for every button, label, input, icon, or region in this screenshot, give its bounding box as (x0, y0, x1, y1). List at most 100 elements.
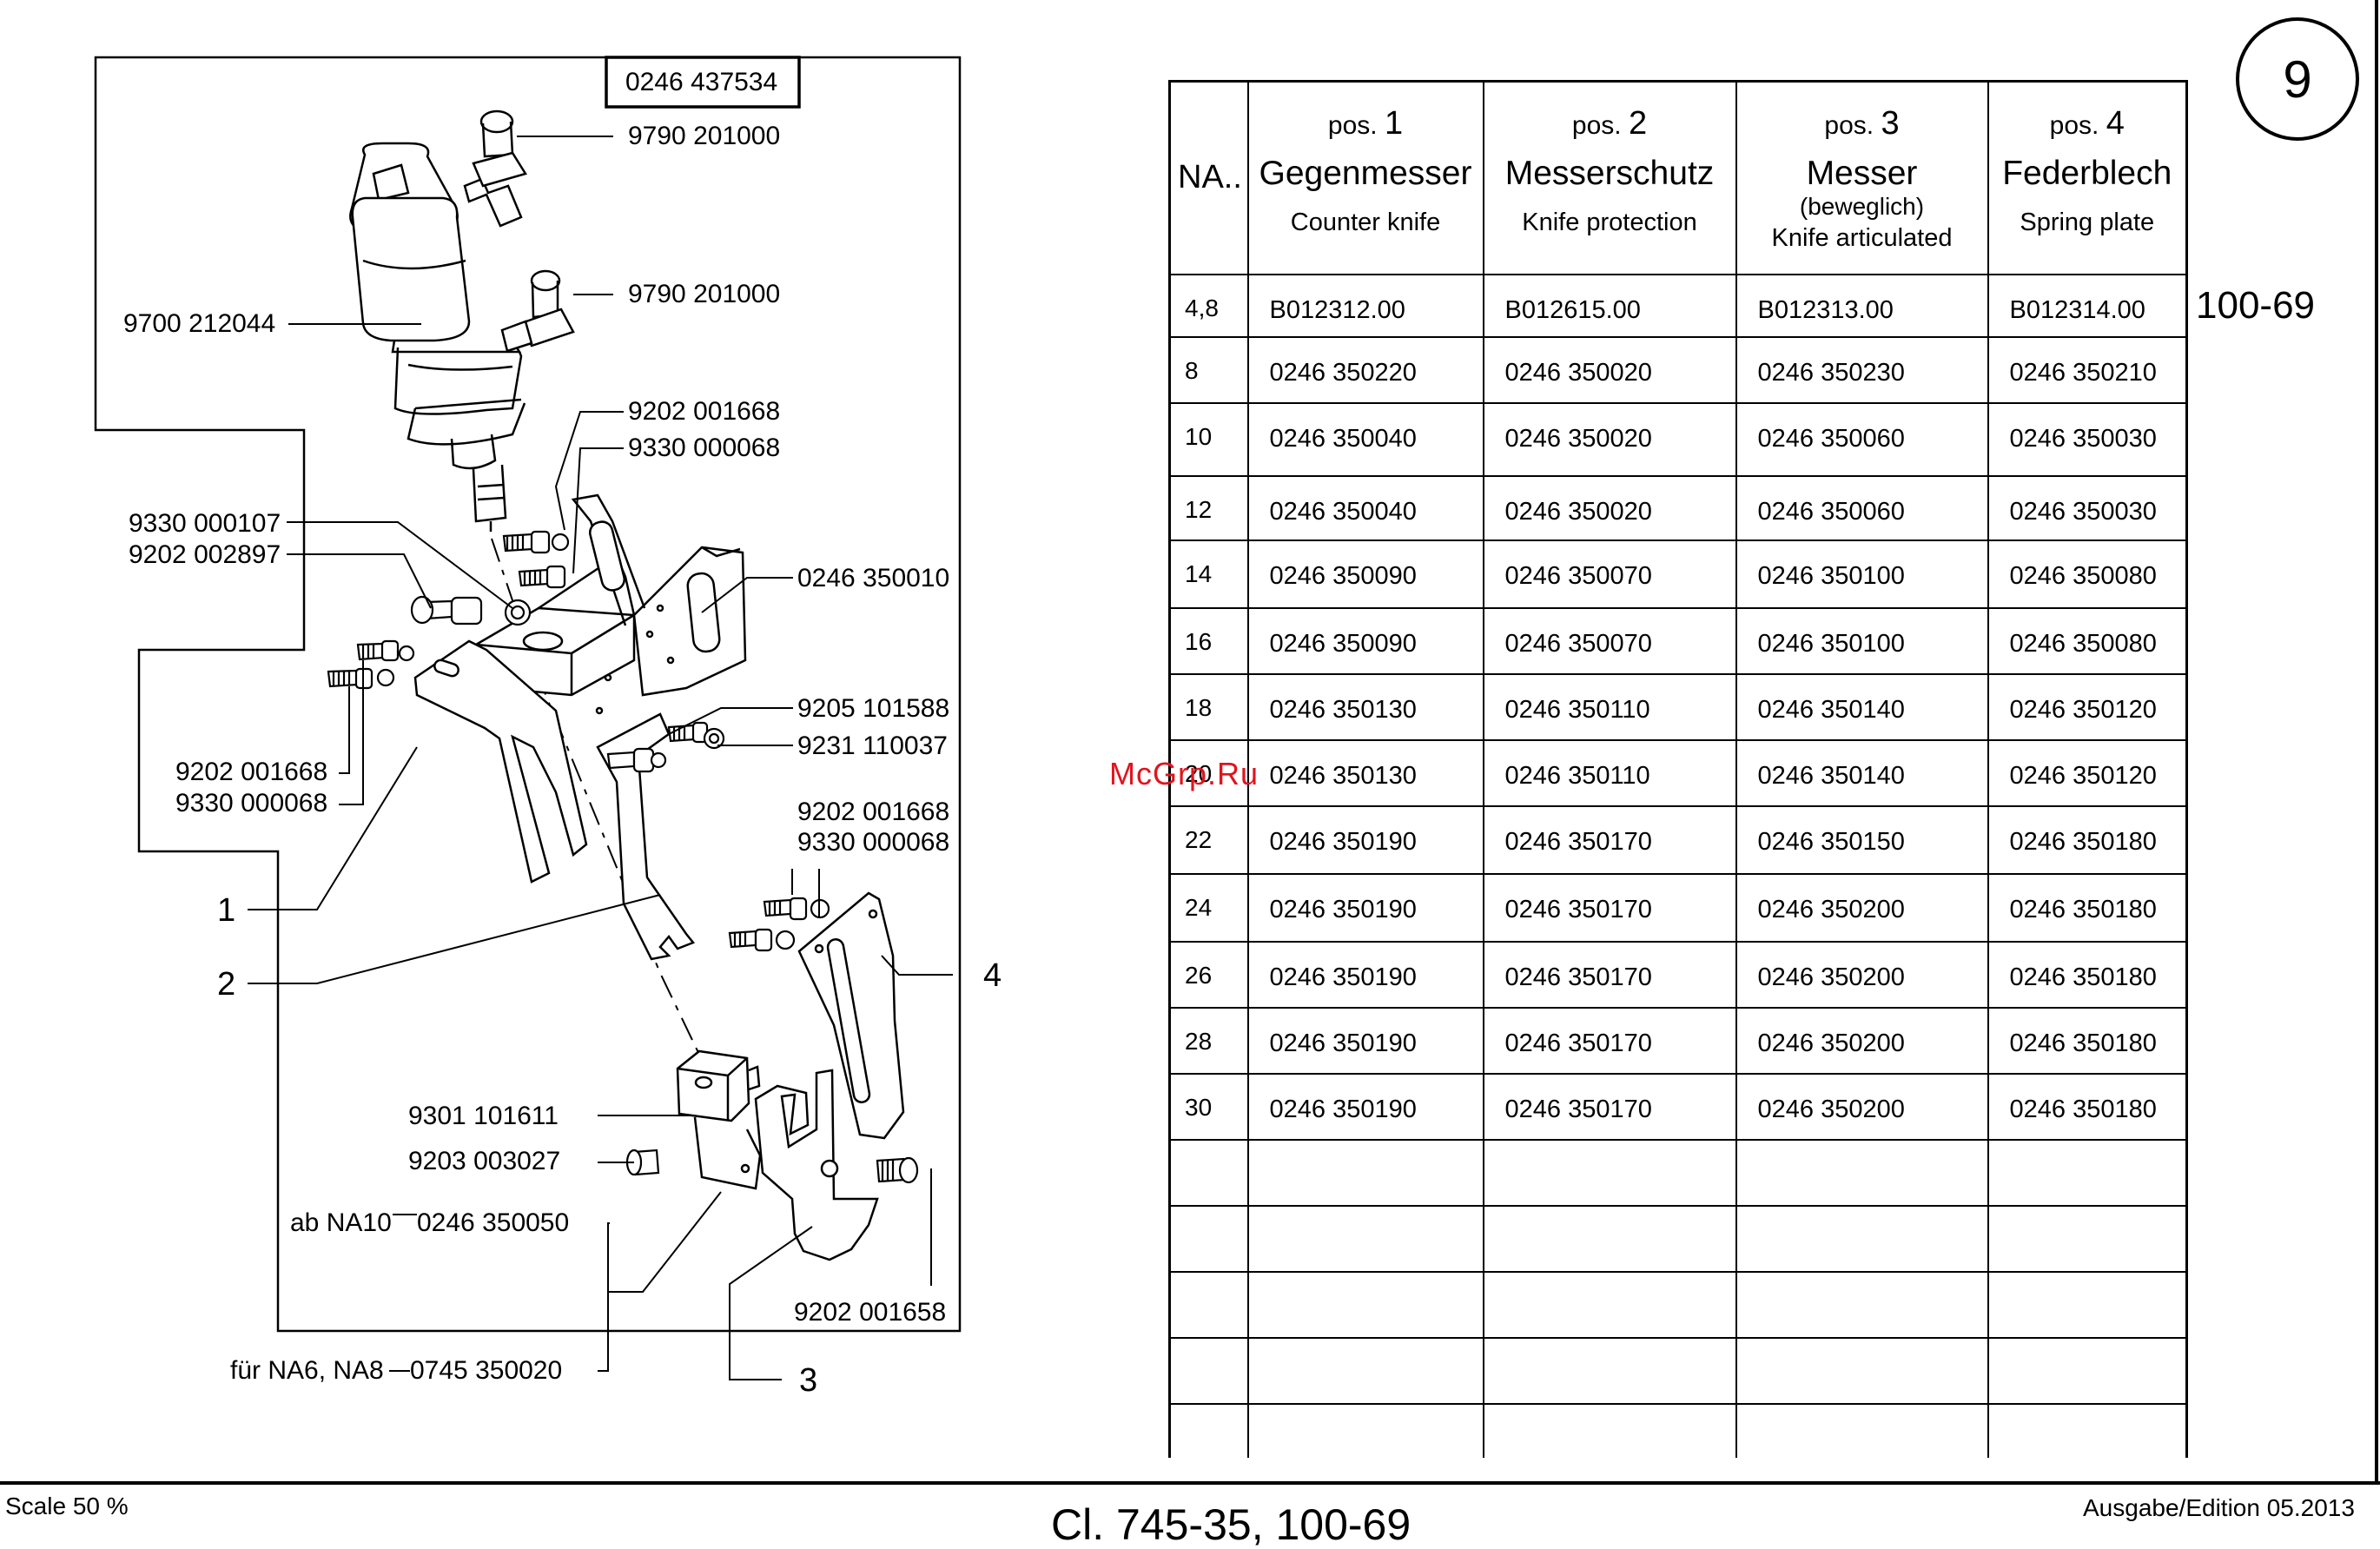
pos-number: 2 (1628, 105, 1648, 142)
empty-cell (1987, 1402, 2188, 1458)
document-title: Cl. 745-35, 100-69 (1051, 1500, 1411, 1549)
parts-table: NA.. pos. 1 Gegenmesser Counter knife po… (1168, 80, 2188, 1458)
part-number-cell: 0246 350230 (1735, 335, 1989, 404)
empty-table-row (1168, 1402, 2188, 1458)
knife-holder (676, 1049, 762, 1190)
part-number-cell: 0246 350140 (1735, 672, 1989, 741)
callout-screw-left: 9202 001668 (175, 758, 328, 786)
empty-cell (1482, 1204, 1737, 1273)
empty-cell (1482, 1336, 1737, 1405)
pos-number-4: 4 (983, 957, 1002, 994)
leader-lines (248, 136, 953, 1380)
empty-cell (1246, 1270, 1484, 1339)
pos-number-3: 3 (799, 1362, 818, 1399)
callout-screw-holder: 9203 003027 (408, 1147, 561, 1175)
callout-holder-note: ab NA10 (290, 1208, 392, 1237)
empty-cell (1168, 1336, 1249, 1405)
pneumatic-cylinder (349, 142, 526, 539)
elbow-fitting-top (463, 109, 527, 228)
na-cell: 22 (1168, 804, 1249, 875)
part-number-cell: 0246 350080 (1987, 606, 2188, 675)
callout-pin: 9301 101611 (408, 1102, 559, 1130)
counter-knife (413, 639, 588, 884)
pos-number: 4 (2106, 105, 2125, 142)
bottom-border (0, 1481, 2380, 1485)
empty-cell (1168, 1204, 1249, 1273)
watermark: McGrp.Ru (1109, 756, 1259, 791)
part-name-sub: (beweglich) (1799, 193, 1925, 220)
part-number-cell: 0246 350200 (1735, 872, 1989, 943)
empty-cell (1735, 1402, 1989, 1458)
callout-nut-mid: 9231 110037 (797, 731, 948, 760)
empty-cell (1168, 1138, 1249, 1207)
empty-cell (1482, 1138, 1737, 1207)
pos-word: pos. (1571, 111, 1622, 140)
part-number-cell: 0246 350130 (1246, 738, 1484, 807)
part-number-cell: 0246 350210 (1987, 335, 2188, 404)
column-header-pos-4: pos. 4 Federblech Spring plate (1987, 80, 2188, 275)
column-header-pos-1: pos. 1 Gegenmesser Counter knife (1246, 80, 1484, 275)
part-number-cell: B012313.00 (1735, 273, 1989, 338)
callout-screw-mid: 9205 101588 (797, 694, 950, 723)
part-number-cell: 0246 350190 (1246, 804, 1484, 875)
empty-cell (1246, 1336, 1484, 1405)
part-name-en: Knife protection (1522, 209, 1697, 236)
callout-screw-top: 9202 001668 (628, 397, 781, 426)
empty-cell (1735, 1138, 1989, 1207)
part-number-cell: 0246 350060 (1735, 474, 1989, 541)
callout-screw-right: 9202 001668 (797, 798, 950, 826)
part-number-cell: 0246 350170 (1482, 1072, 1737, 1141)
callout-holder-alt-note: für NA6, NA8 (230, 1356, 384, 1385)
part-number-cell: 0246 350130 (1246, 672, 1484, 741)
part-name-de: Federblech (2002, 155, 2172, 192)
part-name-de: Messerschutz (1504, 155, 1715, 192)
dash-connector-2 (389, 1370, 410, 1372)
part-number-cell: 0246 350170 (1482, 872, 1737, 943)
callout-knife-holder: 0246 350050 (417, 1208, 570, 1237)
pos-word: pos. (1824, 111, 1874, 140)
part-number-cell: 0246 350200 (1735, 940, 1989, 1009)
empty-cell (1246, 1138, 1484, 1207)
empty-cell (1482, 1270, 1737, 1339)
empty-cell (1246, 1204, 1484, 1273)
part-number-cell: B012314.00 (1987, 273, 2188, 338)
empty-cell (1987, 1204, 2188, 1273)
pos-number-2: 2 (217, 966, 236, 1003)
part-number-cell: 0246 350120 (1987, 738, 2188, 807)
edition-note: Ausgabe/Edition 05.2013 (2083, 1494, 2355, 1521)
na-cell: 26 (1168, 940, 1249, 1009)
pos-word: pos. (1327, 111, 1378, 140)
na-cell: 16 (1168, 606, 1249, 675)
empty-cell (1987, 1138, 2188, 1207)
part-number-cell: B012312.00 (1246, 273, 1484, 338)
part-number-cell: 0246 350120 (1987, 672, 2188, 741)
part-name-en: Knife articulated (1771, 224, 1953, 252)
assembly-number-label: 0246 437534 (625, 68, 778, 96)
dash-connector-1 (393, 1214, 417, 1215)
scale-note: Scale 50 % (5, 1493, 129, 1519)
empty-cell (1482, 1402, 1737, 1458)
part-number-cell: 0246 350090 (1246, 606, 1484, 675)
empty-cell (1735, 1336, 1989, 1405)
part-number-cell: 0246 350110 (1482, 672, 1737, 741)
callout-washer-left: 9330 000068 (175, 789, 328, 818)
part-number-cell: 0246 350100 (1735, 606, 1989, 675)
part-number-cell: 0246 350020 (1482, 401, 1737, 477)
pos-number-1: 1 (217, 892, 236, 929)
assembly-frame (94, 56, 962, 1333)
part-number-cell: 0246 350080 (1987, 539, 2188, 609)
empty-cell (1246, 1402, 1484, 1458)
na-cell: 12 (1168, 474, 1249, 541)
page-number-badge: 9 (2236, 17, 2359, 141)
na-cell: 28 (1168, 1006, 1249, 1075)
knife-protection (596, 712, 696, 961)
